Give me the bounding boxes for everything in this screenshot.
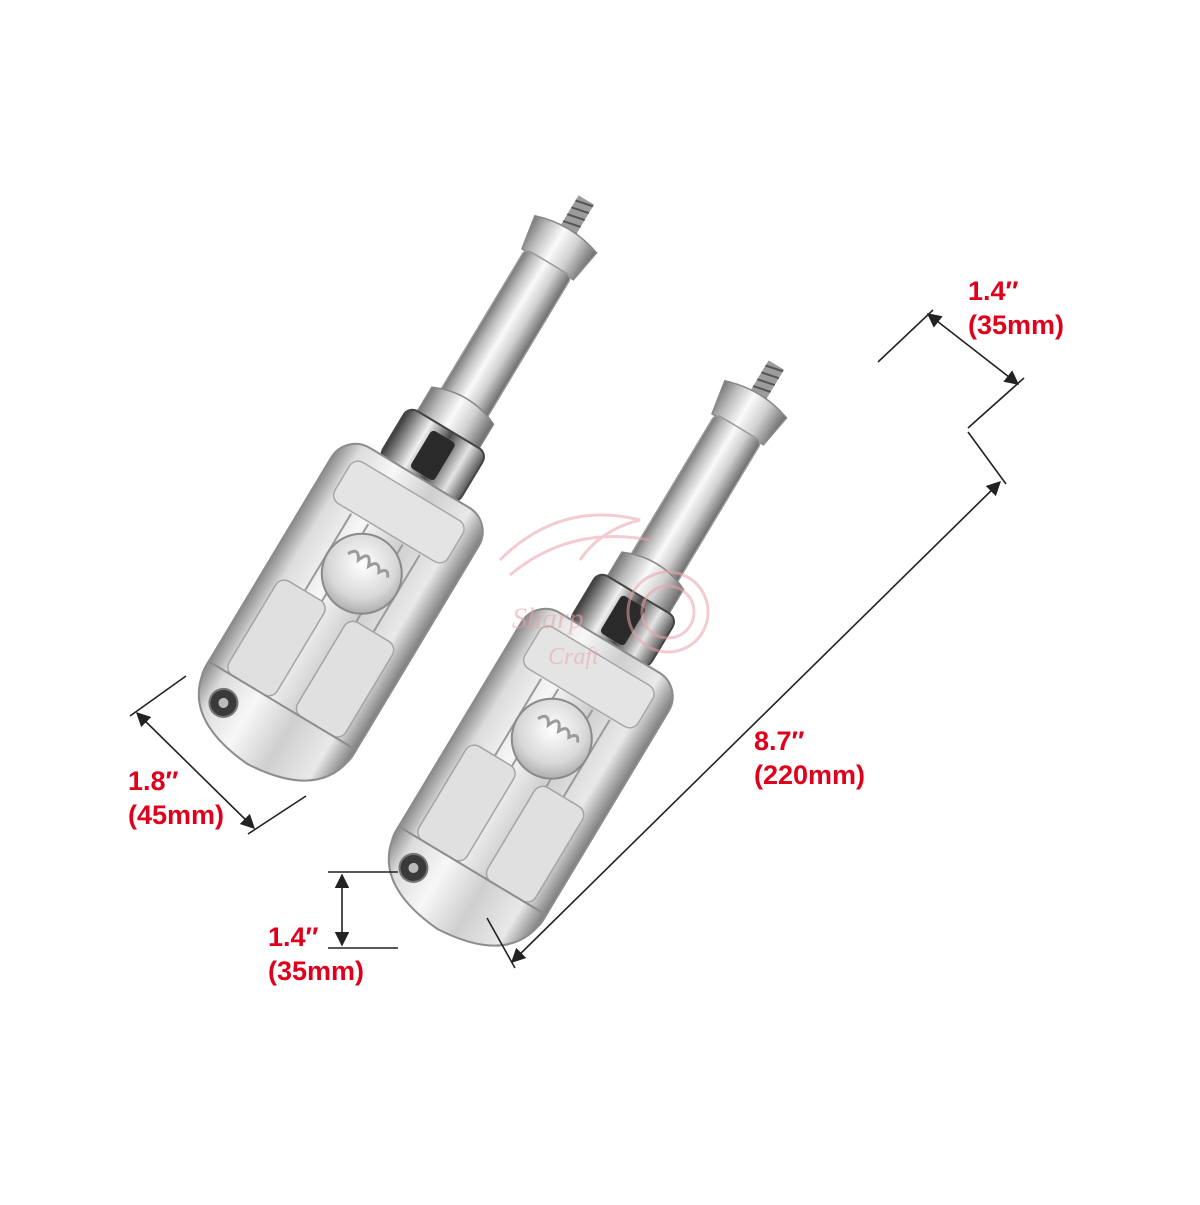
overall-length-label: 8.7″ (220mm) xyxy=(754,724,865,792)
overall-length-mm: (220mm) xyxy=(754,760,866,790)
length-ext-bottom xyxy=(486,917,516,969)
dimension-lines xyxy=(129,309,1025,969)
watermark-line2: Craft xyxy=(548,644,600,670)
mount-width-label: 1.4″ (35mm) xyxy=(968,274,1064,342)
peg-width-inches: 1.8″ xyxy=(128,766,179,796)
peg-width-line xyxy=(135,711,256,830)
peg-width-mm: (45mm) xyxy=(128,800,225,830)
overall-length-inches: 8.7″ xyxy=(754,726,805,756)
peg-width-ext-b xyxy=(247,795,307,835)
watermark-line1: Sharp xyxy=(512,602,584,635)
peg-height-inches: 1.4″ xyxy=(268,922,319,952)
length-ext-top xyxy=(967,431,1007,485)
overall-length-line xyxy=(510,480,1002,964)
peg-width-label: 1.8″ (45mm) xyxy=(128,764,224,832)
mount-width-ext-b xyxy=(967,377,1025,429)
peg-height-mm: (35mm) xyxy=(268,956,365,986)
peg-height-label: 1.4″ (35mm) xyxy=(268,920,364,988)
mount-width-ext-a xyxy=(877,309,934,363)
mount-width-mm: (35mm) xyxy=(968,310,1065,340)
mount-width-line xyxy=(926,313,1020,385)
peg-width-ext-a xyxy=(129,675,187,717)
mount-width-inches: 1.4″ xyxy=(968,276,1019,306)
